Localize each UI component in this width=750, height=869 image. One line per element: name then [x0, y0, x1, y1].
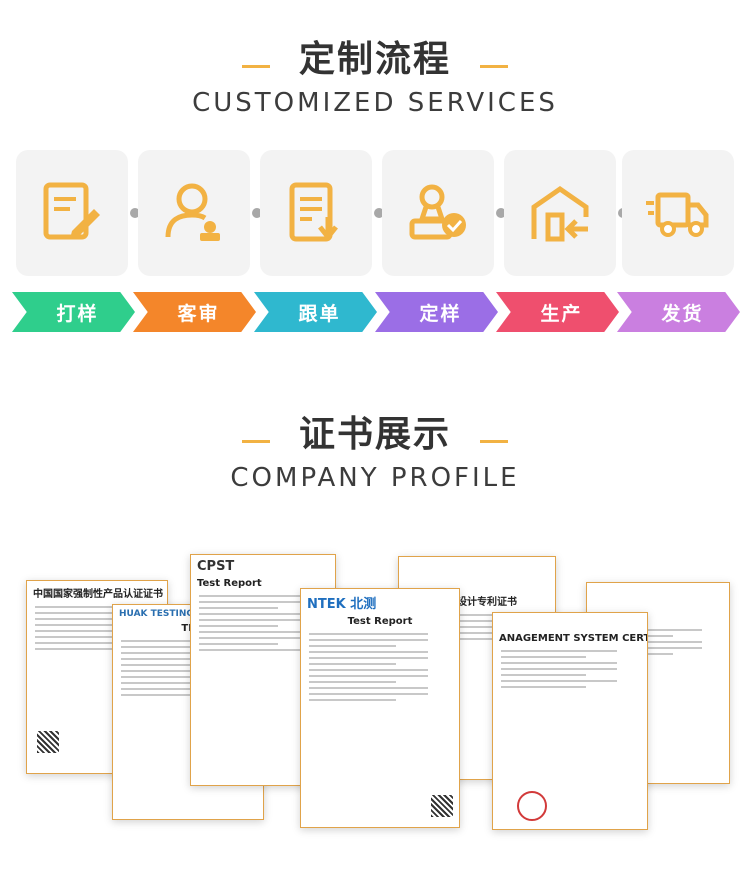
profile-title-cn: 证书展示 [298, 414, 451, 455]
process-title-cn: 定制流程 [298, 39, 451, 80]
document-header: Test Report [197, 578, 262, 589]
step-card-production [504, 150, 616, 276]
step-connector-dot [496, 208, 506, 218]
document-brand: HUAK TESTING [119, 609, 194, 619]
step-card-sample [16, 150, 128, 276]
step-card-delivery [622, 150, 734, 276]
document-header: 中国国家强制性产品认证证书 [33, 589, 163, 600]
profile-section-header: 证书展示 COMPANY PROFILE [0, 405, 750, 493]
step-arrow-review: 客审 [133, 292, 256, 332]
step-arrow-tracking: 跟单 [254, 292, 377, 332]
management-system-certificate: ANAGEMENT SYSTEM CERTIFICATE [492, 612, 648, 830]
step-label: 生产 [540, 302, 583, 325]
step-label: 跟单 [298, 302, 341, 325]
process-section-header: 定制流程 CUSTOMIZED SERVICES [0, 30, 750, 118]
ntek-test-report: NTEK 北测 Test Report [300, 588, 460, 828]
edit-document-icon [43, 182, 100, 240]
qr-code-icon [431, 795, 453, 817]
official-seal-icon [517, 791, 547, 821]
document-header: ANAGEMENT SYSTEM CERTIFICATE [499, 633, 647, 644]
step-label: 定样 [419, 302, 462, 325]
document-header: Test Report [347, 616, 413, 627]
step-card-tracking [260, 150, 372, 276]
user-review-icon [165, 183, 220, 241]
profile-title-en: COMPANY PROFILE [230, 463, 520, 493]
sample-approval-icon [409, 184, 466, 240]
title-dash-left [241, 65, 270, 68]
step-label: 发货 [661, 302, 704, 325]
step-card-review [138, 150, 250, 276]
document-header: 外观设计专利证书 [437, 597, 517, 608]
delivery-truck-icon [646, 192, 709, 237]
qr-code-icon [37, 731, 59, 753]
step-connector-dot [374, 208, 384, 218]
document-brand: CPST [197, 559, 235, 574]
step-connector-dot [130, 208, 140, 218]
process-steps-row: 打样 客审 跟单 定样 生产 发货 [12, 292, 742, 332]
process-icon-row [16, 150, 734, 280]
step-card-approval [382, 150, 494, 276]
title-dash-right [480, 65, 509, 68]
step-connector-dot [252, 208, 262, 218]
certificate-collage: 中国国家强制性产品认证证书 HUAK TESTING TEST REPORT C… [0, 548, 750, 848]
title-dash-left [241, 440, 270, 443]
process-title-en: CUSTOMIZED SERVICES [192, 88, 558, 118]
document-brand: NTEK 北测 [307, 597, 377, 612]
title-dash-right [480, 440, 509, 443]
step-label: 打样 [56, 302, 99, 325]
step-arrow-delivery: 发货 [617, 292, 740, 332]
step-label: 客审 [177, 302, 220, 325]
step-arrow-approval: 定样 [375, 292, 498, 332]
document-header [587, 583, 729, 589]
factory-production-icon [531, 185, 589, 242]
step-arrow-production: 生产 [496, 292, 619, 332]
order-tracking-icon [289, 182, 338, 242]
step-arrow-sample: 打样 [12, 292, 135, 332]
